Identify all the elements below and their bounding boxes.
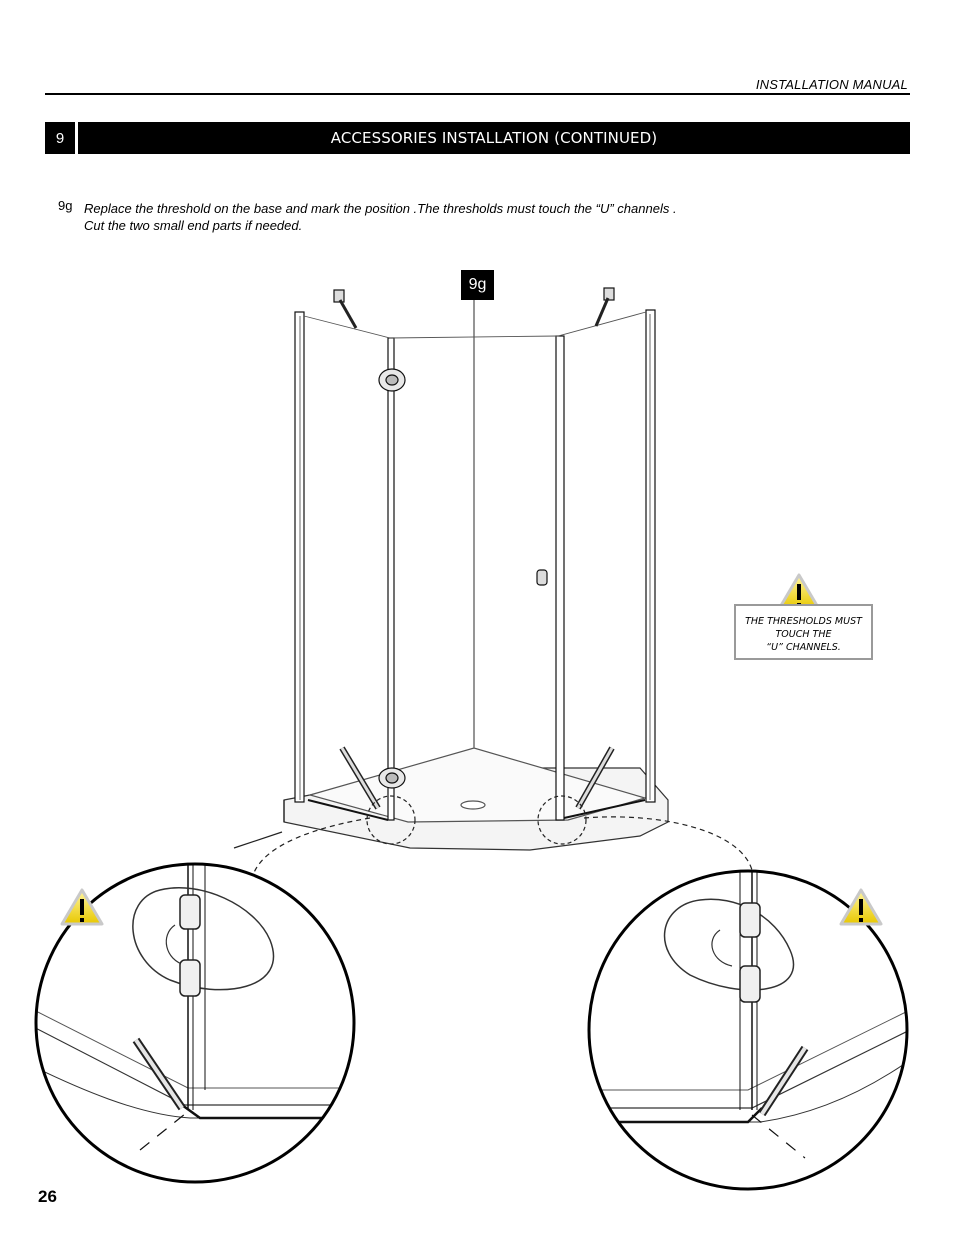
step-instruction-line: Cut the two small end parts if needed. [84,218,303,233]
step-instruction-line: Replace the threshold on the base and ma… [84,201,677,216]
warning-note-line: “U” CHANNELS. [766,641,841,653]
warning-triangle-icon [60,888,104,926]
figure-callout-label: 9g [461,270,494,300]
warning-note-line: THE THRESHOLDS MUST [745,615,862,627]
warning-note-line: TOUCH THE [775,628,832,640]
manual-header: INSTALLATION MANUAL [755,77,908,92]
header-rule [45,93,910,95]
section-number: 9 [45,122,75,154]
section-title: ACCESSORIES INSTALLATION (CONTINUED) [78,122,910,154]
shower-enclosure [233,287,753,876]
step-label: 9g [58,198,73,213]
step-instructions: Replace the threshold on the base and ma… [84,200,677,234]
detail-circle-right [587,869,909,1191]
detail-circle-left [34,862,356,1184]
warning-note: THE THRESHOLDS MUST TOUCH THE “U” CHANNE… [734,604,873,660]
page-number: 26 [38,1187,57,1206]
